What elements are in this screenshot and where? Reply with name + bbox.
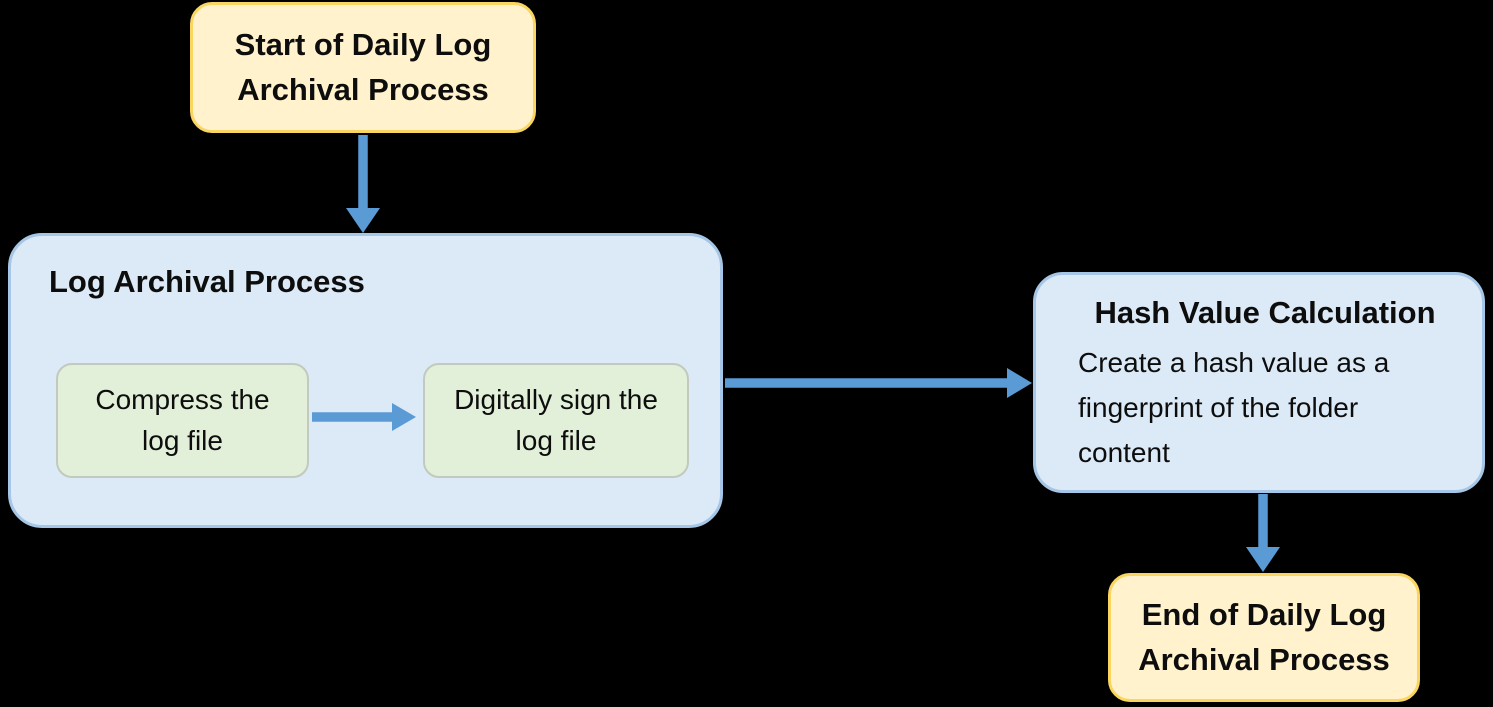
digitally-sign-node: Digitally sign the log file xyxy=(423,363,689,478)
end-node: End of Daily Log Archival Process xyxy=(1108,573,1420,702)
arrow-log-to-hash xyxy=(725,368,1032,398)
arrow-log-to-hash-head xyxy=(1007,368,1032,398)
start-node-label: Start of Daily Log Archival Process xyxy=(234,26,492,107)
log-archival-process-node: Log Archival Process Compress the log fi… xyxy=(8,233,723,528)
arrow-start-to-log xyxy=(346,135,380,233)
compress-log-file-label: Compress the log file xyxy=(95,383,270,456)
hash-value-calculation-description: Create a hash value as a fingerprint of … xyxy=(1078,347,1390,468)
arrow-start-to-log-head xyxy=(346,208,380,233)
hash-value-calculation-title: Hash Value Calculation xyxy=(1094,295,1436,330)
start-node: Start of Daily Log Archival Process xyxy=(190,2,536,133)
compress-log-file-node: Compress the log file xyxy=(56,363,309,478)
log-archival-process-title: Log Archival Process xyxy=(49,264,365,299)
digitally-sign-label: Digitally sign the log file xyxy=(454,383,658,456)
end-node-label: End of Daily Log Archival Process xyxy=(1138,596,1390,677)
arrow-hash-to-end xyxy=(1246,494,1280,572)
arrow-hash-to-end-head xyxy=(1246,547,1280,572)
hash-value-calculation-node: Hash Value Calculation Create a hash val… xyxy=(1033,272,1485,493)
